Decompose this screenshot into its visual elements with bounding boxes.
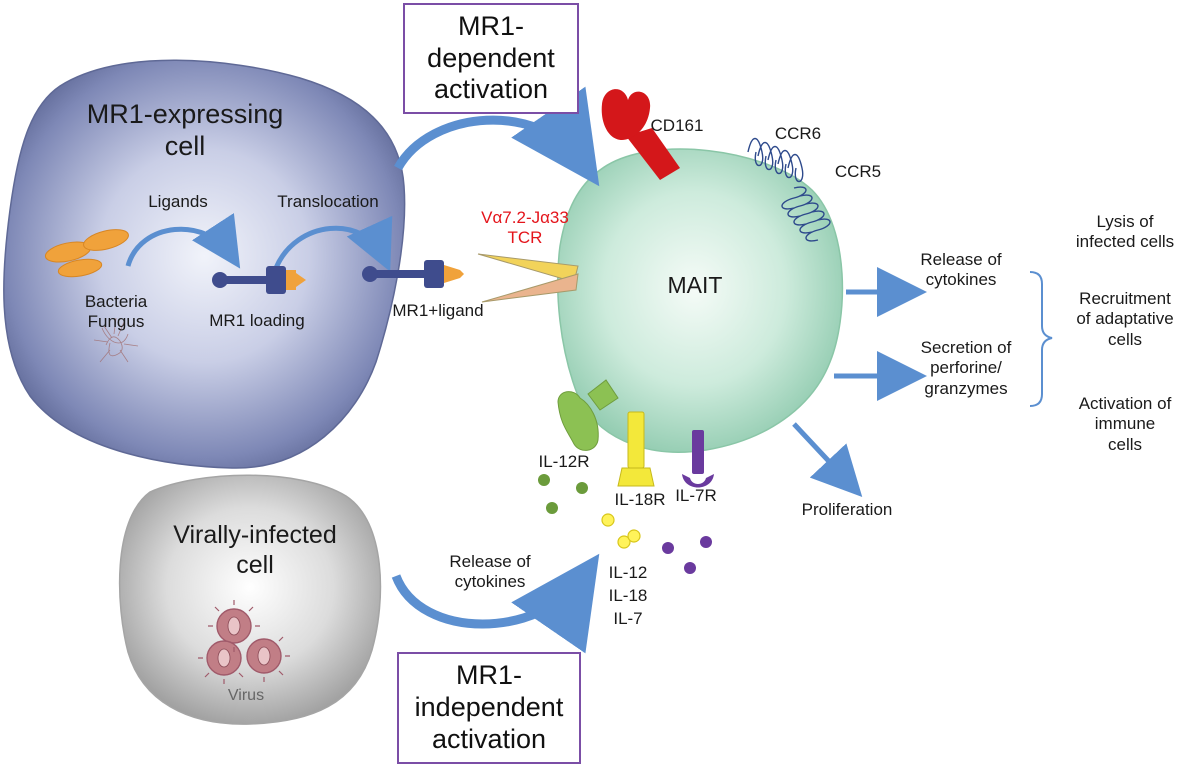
il12r-label: IL-12R — [538, 452, 590, 471]
virus-label: Virus — [227, 687, 265, 704]
il12-dots-icon — [538, 474, 588, 514]
effect-recruitment-line-3: cells — [1107, 329, 1142, 349]
effect-activation-line-2: immune — [1094, 414, 1156, 434]
il18-dots-icon — [601, 513, 641, 549]
effect-activation: Activation of immune cells — [1060, 394, 1190, 455]
cytokine-il18: IL-18 — [608, 585, 648, 605]
fungus-icon — [93, 317, 139, 363]
virus-cell-title-line-1: Virally-infected — [173, 521, 337, 549]
effect-activation-line-3: cells — [1107, 434, 1142, 454]
virus-release-line-1: Release of — [449, 552, 531, 571]
tcr-icon — [477, 253, 579, 303]
virally-infected-cell — [118, 474, 382, 725]
il7r-label: IL-7R — [675, 486, 717, 505]
output-secretion-line-1: Secretion of — [920, 338, 1012, 357]
cytokine-il7: IL-7 — [613, 608, 643, 628]
output-secretion-line-2: perforine/ — [930, 358, 1002, 378]
mr1-independent-box: MR1- independent activation — [397, 652, 581, 764]
bacteria-icon — [44, 229, 129, 278]
il18r-receptor-icon — [617, 411, 655, 487]
mr1-independent-line-2: independent — [414, 692, 564, 723]
effect-recruitment-line-2: of adaptative — [1076, 309, 1174, 329]
virus-cell-title: Virally-infected cell — [130, 520, 380, 580]
cytokine-il12: IL-12 — [608, 563, 648, 582]
bacteria-label: Bacteria — [84, 292, 148, 311]
il7r-receptor-icon — [682, 430, 714, 488]
effect-lysis-line-2: infected cells — [1075, 232, 1175, 252]
output-release-line-2: cytokines — [925, 270, 997, 290]
mr1-loading-label: MR1 loading — [209, 311, 305, 330]
cytokine-list: IL-12 IL-18 IL-7 — [598, 562, 658, 631]
translocation-arrow — [273, 215, 393, 272]
mr1-cell-title-line-1: MR1-expressing — [86, 99, 284, 129]
mr1-ligand-complex-icon — [362, 260, 464, 288]
mr1-cell-title: MR1-expressing cell — [60, 98, 310, 163]
mr1-cell-title-line-2: cell — [164, 131, 206, 162]
tcr-label-line-1: Vα7.2-Jα33 — [481, 208, 569, 227]
output-secretion-label: Secretion of perforine/ granzymes — [906, 338, 1026, 399]
effect-recruitment: Recruitment of adaptative cells — [1060, 289, 1190, 350]
mr1-independent-arrow — [391, 553, 600, 654]
fungus-label: Fungus — [87, 312, 145, 331]
cd161-label: CD161 — [650, 116, 704, 135]
mr1-independent-line-3: activation — [431, 723, 547, 754]
ccr5-receptor-icon — [781, 186, 831, 242]
mr1-dependent-line-1: MR1- — [458, 10, 524, 41]
virus-release-label: Release of cytokines — [430, 552, 550, 593]
ccr6-label: CCR6 — [774, 124, 822, 143]
output-release-label: Release of cytokines — [906, 250, 1016, 291]
mait-label: MAIT — [667, 272, 723, 298]
ligands-arrow — [125, 213, 241, 269]
mr1-ligand-label: MR1+ligand — [392, 301, 484, 320]
tcr-label-line-2: TCR — [507, 228, 543, 248]
effect-recruitment-line-1: Recruitment — [1079, 289, 1171, 308]
virus-cell-title-line-2: cell — [236, 551, 274, 579]
proliferation-arrow — [792, 422, 863, 497]
ccr5-label: CCR5 — [834, 162, 882, 181]
mr1-dependent-line-3: activation — [433, 74, 549, 105]
mr1-dependent-arrow — [394, 86, 600, 187]
mr1-molecule-icon — [212, 266, 306, 294]
il12r-receptor-icon — [557, 379, 619, 451]
effect-activation-line-1: Activation of — [1078, 394, 1172, 413]
tcr-label: Vα7.2-Jα33 TCR — [470, 208, 580, 249]
output-release-line-1: Release of — [920, 250, 1002, 269]
translocation-label: Translocation — [277, 192, 379, 211]
cd161-receptor-icon — [601, 89, 680, 180]
effect-lysis-line-1: Lysis of — [1096, 212, 1154, 231]
virus-release-line-2: cytokines — [454, 572, 526, 592]
output-secretion-line-3: granzymes — [924, 378, 1008, 398]
ccr6-receptor-icon — [747, 137, 804, 183]
effect-lysis: Lysis of infected cells — [1060, 212, 1190, 253]
effects-brace — [1029, 271, 1053, 407]
ligands-label: Ligands — [148, 192, 208, 211]
il7-dots-icon — [662, 536, 712, 574]
output-proliferation-label: Proliferation — [801, 500, 893, 519]
mr1-independent-line-1: MR1- — [456, 660, 522, 691]
mr1-dependent-line-2: dependent — [427, 42, 555, 73]
il18r-label: IL-18R — [614, 490, 666, 509]
mr1-dependent-box: MR1- dependent activation — [403, 3, 579, 114]
virus-particles-icon — [198, 600, 290, 684]
